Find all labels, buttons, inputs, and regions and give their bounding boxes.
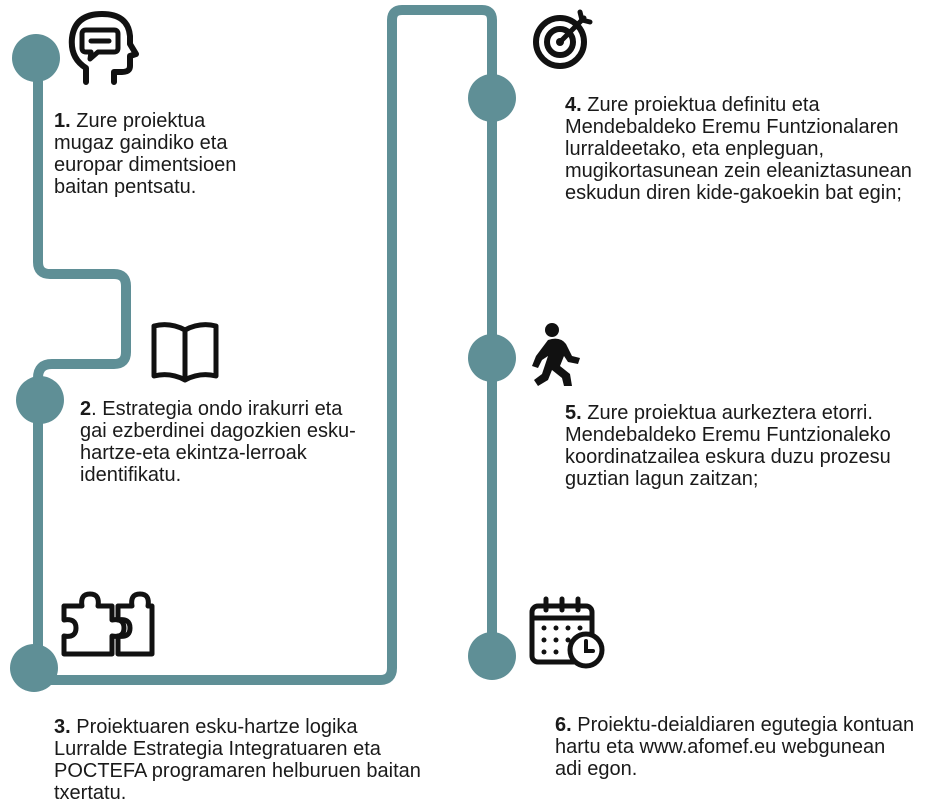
step-6-number: 6.: [555, 714, 572, 736]
step-3-description: Proiektuaren esku-hartze logika Lurralde…: [54, 716, 421, 804]
step-node-6: [468, 632, 516, 680]
step-5-description: Zure proiektua aurkeztera etorri. Mendeb…: [565, 402, 891, 490]
puzzle-icon: [61, 591, 155, 657]
step-6-description: Proiektu-deialdiaren egutegia kontuan ha…: [555, 714, 915, 780]
step-1-text: 1. Zure proiektua mugaz gaindiko eta eur…: [54, 110, 244, 198]
step-node-3: [10, 644, 58, 692]
open-book-icon: [151, 322, 219, 383]
step-node-1: [12, 34, 60, 82]
step-node-2: [16, 376, 64, 424]
target-icon: [533, 9, 593, 69]
step-2-description: . Estrategia ondo irakurri eta gai ezber…: [80, 398, 356, 486]
step-1-description: Zure proiektua mugaz gaindiko eta europa…: [54, 110, 237, 198]
step-6-text: 6. Proiektu-deialdiaren egutegia kontuan…: [555, 714, 915, 780]
step-5-text: 5. Zure proiektua aurkeztera etorri. Men…: [565, 402, 895, 490]
step-node-5: [468, 334, 516, 382]
step-4-description: Zure proiektua definitu eta Mendebaldeko…: [565, 94, 912, 204]
step-5-number: 5.: [565, 402, 582, 424]
step-node-4: [468, 74, 516, 122]
connector-line: [33, 5, 497, 685]
step-4-number: 4.: [565, 94, 582, 116]
step-3-text: 3. Proiektuaren esku-hartze logika Lurra…: [54, 716, 428, 804]
head-speech-icon: [68, 11, 139, 85]
step-3-number: 3.: [54, 716, 71, 738]
step-2-text: 2. Estrategia ondo irakurri eta gai ezbe…: [80, 398, 358, 486]
step-4-text: 4. Zure proiektua definitu eta Mendebald…: [565, 94, 925, 204]
step-1-number: 1.: [54, 110, 71, 132]
walking-person-icon: [532, 323, 580, 386]
calendar-clock-icon: [529, 596, 605, 669]
step-2-number: 2: [80, 398, 92, 420]
